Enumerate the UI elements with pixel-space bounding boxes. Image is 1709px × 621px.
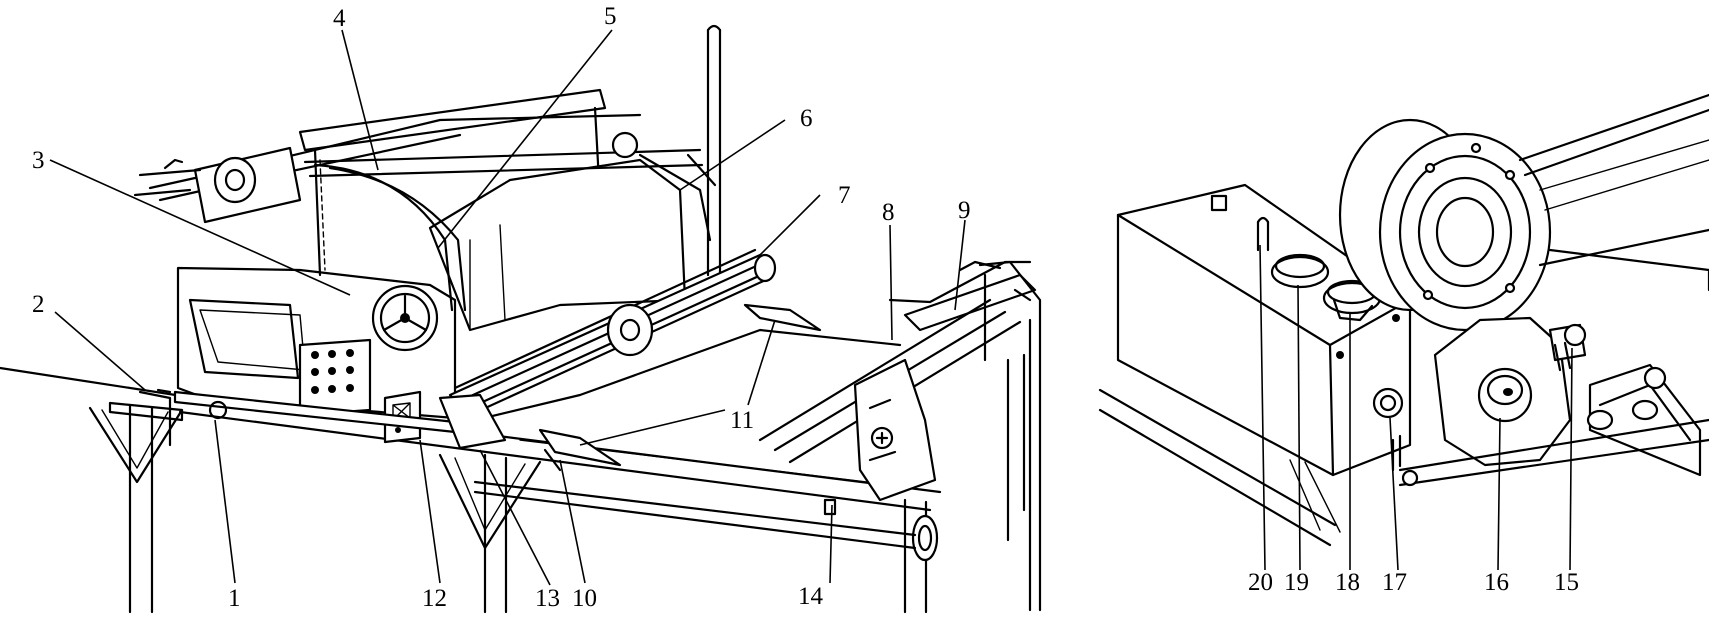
callout-19: 19 xyxy=(1284,569,1309,596)
callout-12: 12 xyxy=(422,585,447,612)
callout-8: 8 xyxy=(882,199,895,226)
detail-drum xyxy=(1338,93,1709,332)
control-buttons xyxy=(311,349,354,394)
callout-5: 5 xyxy=(604,3,617,30)
detail-gear-housing xyxy=(1433,316,1587,467)
callout-4: 4 xyxy=(333,5,346,32)
callout-labels: 1 2 3 4 5 6 7 8 9 11 12 13 10 14 20 19 1… xyxy=(32,3,1579,612)
fabric-rolls xyxy=(133,88,717,332)
detail-bracket xyxy=(1586,363,1702,477)
callout-18: 18 xyxy=(1335,569,1360,596)
callout-20: 20 xyxy=(1248,569,1273,596)
detail-view xyxy=(1098,93,1709,547)
work-table xyxy=(0,328,1026,614)
guide-roller-assembly xyxy=(438,248,777,450)
cutting-carriage xyxy=(473,260,1042,612)
clamp-arms xyxy=(538,303,822,472)
callout-13: 13 xyxy=(535,585,560,612)
callout-14: 14 xyxy=(798,583,824,610)
callout-17: 17 xyxy=(1382,569,1407,596)
callout-15: 15 xyxy=(1554,569,1579,596)
detail-knobs xyxy=(1256,216,1404,472)
callout-3: 3 xyxy=(32,147,45,174)
callout-7: 7 xyxy=(838,182,851,209)
callout-10: 10 xyxy=(572,585,597,612)
callout-16: 16 xyxy=(1484,569,1509,596)
leader-lines xyxy=(49,29,1573,586)
callout-11: 11 xyxy=(730,407,754,434)
callout-9: 9 xyxy=(958,197,971,224)
main-machine-view xyxy=(0,24,1042,614)
vertical-guide-rod xyxy=(706,24,722,277)
callout-2: 2 xyxy=(32,291,45,318)
hand-wheel xyxy=(371,284,439,352)
callout-1: 1 xyxy=(228,585,241,612)
callout-6: 6 xyxy=(800,105,813,132)
